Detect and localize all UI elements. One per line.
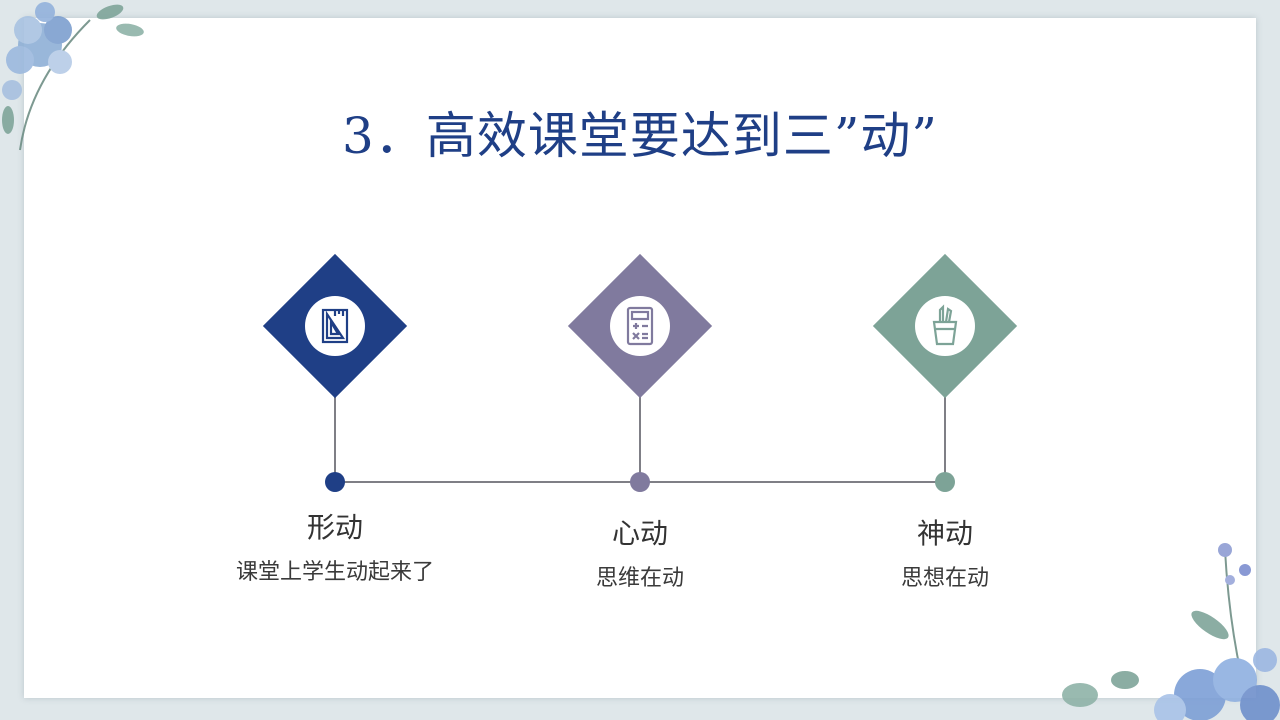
item-heading: 形动 [306,511,363,544]
item-description: 思维在动 [595,566,684,591]
diamond-card-1 [262,253,408,399]
connector-line-3 [944,396,946,482]
item-description: 课堂上学生动起来了 [235,560,434,585]
item-description: 思想在动 [900,566,989,591]
icon-circle [610,296,670,356]
connector-line-1 [334,396,336,482]
timeline-dot-1 [325,472,345,492]
slide-title: 3．高效课堂要达到三”动” [342,107,938,165]
item-label-1: 形动 课堂上学生动起来了 [225,510,445,592]
icon-circle [305,296,365,356]
icon-circle [915,296,975,356]
timeline-dot-2 [630,472,650,492]
connector-line-2 [639,396,641,482]
flower-decoration-top-left [2,2,144,151]
flower-decoration-bottom-right [1062,543,1280,720]
item-heading: 心动 [611,517,668,550]
pencil-cup-icon [932,304,958,346]
item-label-2: 心动 思维在动 [530,516,750,598]
item-label-3: 神动 思想在动 [835,516,1055,598]
diamond-card-3 [872,253,1018,399]
timeline-dot-3 [935,472,955,492]
diamond-card-2 [567,253,713,399]
ruler-triangle-icon [321,308,349,344]
calculator-icon [626,306,654,346]
item-heading: 神动 [916,517,973,550]
